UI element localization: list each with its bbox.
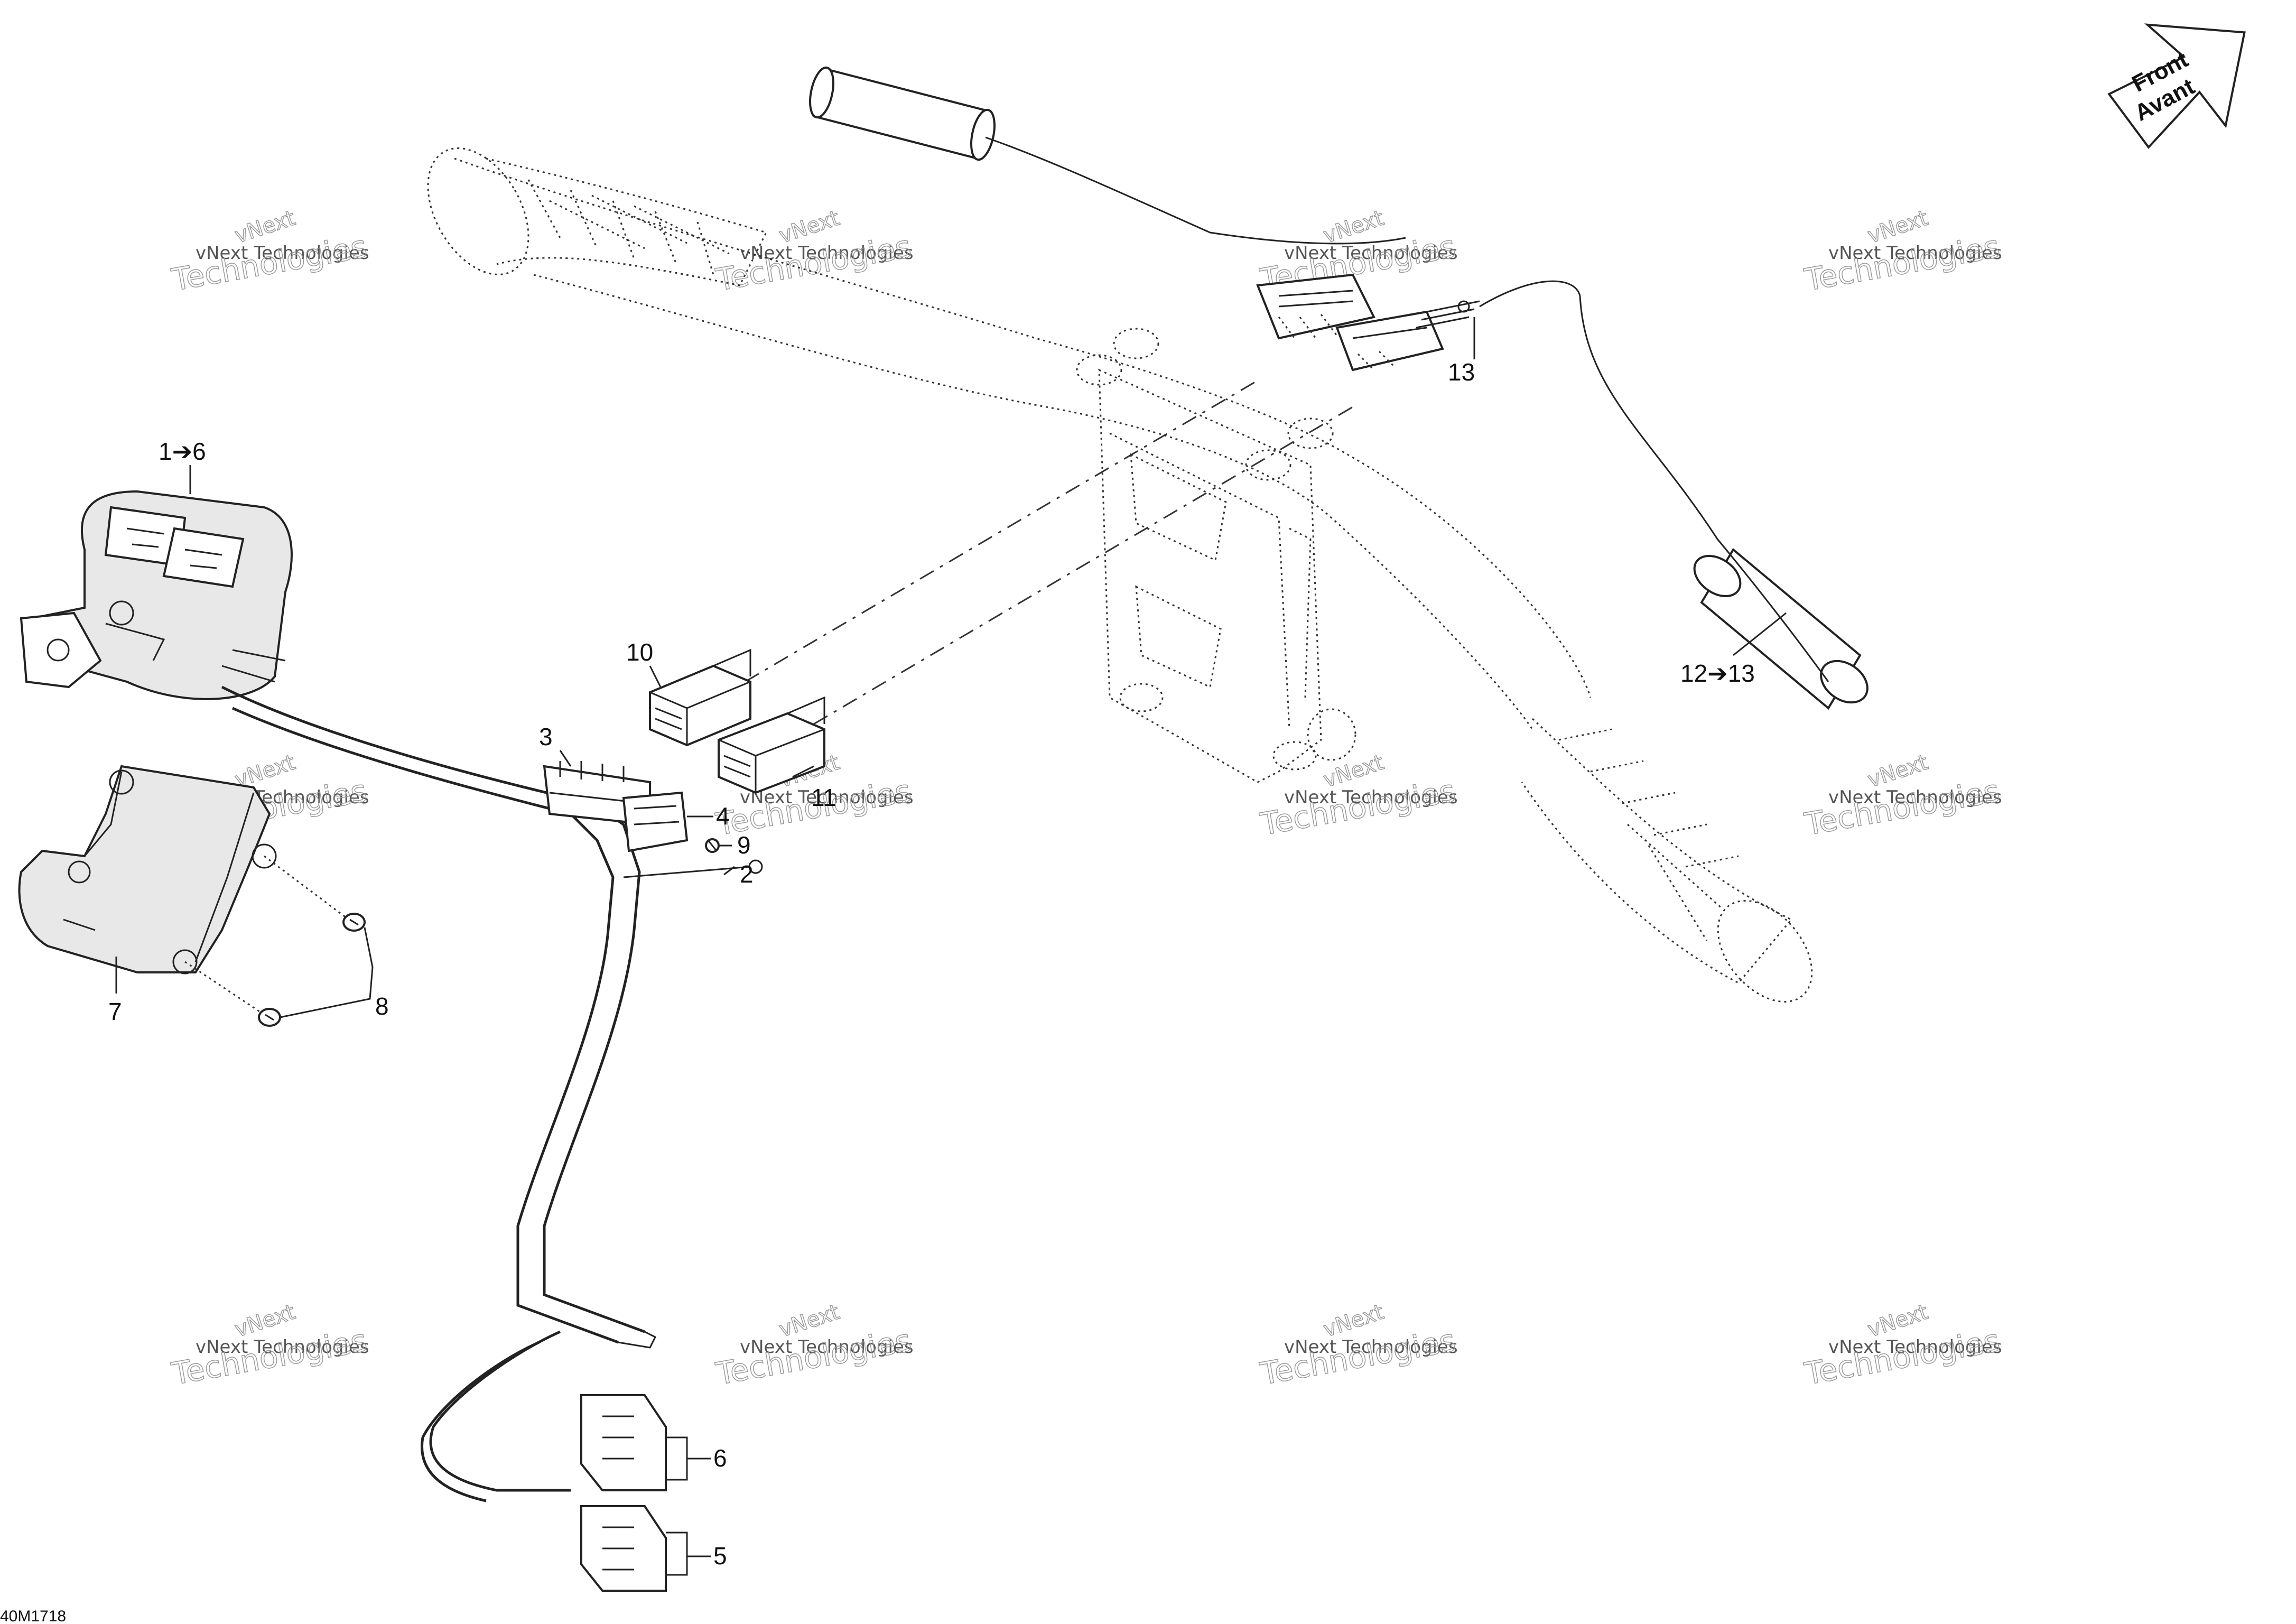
watermark-line2: vNext Technologies bbox=[1284, 243, 1458, 264]
watermark-line2: vNext Technologies bbox=[196, 243, 369, 264]
watermark-layer: vNext vNext Technologies Technologies vN… bbox=[169, 206, 2003, 1393]
watermark-line3: Technologies bbox=[1258, 773, 1458, 842]
callout-labels: 1➔6 2 3 4 5 6 7 8 9 10 11 12➔13 13 bbox=[108, 358, 1755, 1570]
watermark: vNext vNext Technologies Technologies bbox=[1801, 750, 2003, 843]
callout-13: 13 bbox=[1448, 358, 1475, 386]
watermark-line2: vNext Technologies bbox=[1828, 1337, 2002, 1358]
right-grip bbox=[1521, 718, 1813, 1003]
figure-code: 40M1718 bbox=[0, 1608, 66, 1624]
watermark-line2: vNext Technologies bbox=[1828, 243, 2002, 264]
callout-10: 10 bbox=[626, 638, 653, 666]
screw-8-lower bbox=[258, 1008, 281, 1027]
assembly-line-10 bbox=[745, 379, 1258, 683]
watermark-line3: Technologies bbox=[1802, 228, 2003, 298]
screw-8-upper bbox=[342, 913, 366, 932]
front-direction-arrow: Front Avant bbox=[2107, 23, 2246, 149]
callout-9: 9 bbox=[737, 831, 751, 859]
callout-4: 4 bbox=[716, 802, 730, 830]
heated-grip-element-right bbox=[1479, 280, 1869, 710]
callout-8: 8 bbox=[375, 992, 389, 1020]
watermark-line3: Technologies bbox=[169, 1322, 370, 1392]
lower-cover-7 bbox=[18, 765, 277, 975]
heated-grip-element-left bbox=[809, 66, 1406, 245]
connector-6 bbox=[580, 1394, 688, 1491]
terminal-pins-13 bbox=[1416, 300, 1480, 329]
watermark: vNext vNext Technologies Technologies bbox=[169, 1300, 370, 1393]
callout-7: 7 bbox=[108, 998, 122, 1025]
assembly-line-11 bbox=[813, 406, 1353, 725]
screw-assembly-line-upper bbox=[264, 855, 349, 921]
watermark-line2: vNext Technologies bbox=[1284, 787, 1458, 808]
handlebar bbox=[427, 147, 1813, 1003]
callout-3: 3 bbox=[539, 723, 553, 750]
watermark: vNext vNext Technologies Technologies bbox=[1801, 1300, 2003, 1393]
grip-connector-housing-a bbox=[1256, 273, 1375, 340]
callout-1-6: 1➔6 bbox=[159, 438, 206, 465]
watermark-line2: vNext Technologies bbox=[740, 787, 914, 808]
watermark: vNext vNext Technologies Technologies bbox=[713, 206, 914, 299]
grip-connector-housing-b bbox=[1335, 310, 1444, 372]
watermark-line2: vNext Technologies bbox=[1284, 1337, 1458, 1358]
callout-12-13: 12➔13 bbox=[1680, 660, 1755, 687]
connector-4 bbox=[622, 791, 689, 852]
watermark-line3: Technologies bbox=[169, 228, 370, 298]
watermark: vNext vNext Technologies Technologies bbox=[169, 206, 370, 299]
watermark-line3: Technologies bbox=[1802, 1322, 2003, 1392]
watermark-line2: vNext Technologies bbox=[1828, 787, 2002, 808]
watermark-line2: vNext Technologies bbox=[196, 1337, 369, 1358]
callout-5: 5 bbox=[713, 1542, 727, 1570]
watermark: vNext vNext Technologies Technologies bbox=[1257, 1300, 1458, 1393]
callout-6: 6 bbox=[713, 1444, 727, 1472]
leader-lines bbox=[115, 338, 1787, 1557]
watermark-line3: Technologies bbox=[1802, 773, 2003, 842]
connector-5 bbox=[580, 1505, 688, 1592]
watermark-line3: Technologies bbox=[1258, 1322, 1458, 1392]
watermark: vNext vNext Technologies Technologies bbox=[713, 1300, 914, 1393]
watermark-line3: Technologies bbox=[713, 1322, 914, 1392]
screw-9 bbox=[705, 838, 720, 853]
connector-10 bbox=[649, 648, 751, 747]
callout-11: 11 bbox=[811, 784, 836, 811]
left-grip bbox=[427, 147, 768, 286]
screw-assembly-line-lower bbox=[184, 961, 265, 1016]
handlebar-riser bbox=[1076, 328, 1356, 783]
watermark-line3: Technologies bbox=[713, 228, 914, 298]
watermark: vNext vNext Technologies Technologies bbox=[1801, 206, 2003, 299]
switch-housing-assembly bbox=[20, 490, 592, 815]
watermark-line2: vNext Technologies bbox=[740, 1337, 914, 1358]
connector-11 bbox=[718, 696, 825, 794]
callout-2: 2 bbox=[740, 860, 754, 888]
watermark-line2: vNext Technologies bbox=[740, 243, 914, 264]
